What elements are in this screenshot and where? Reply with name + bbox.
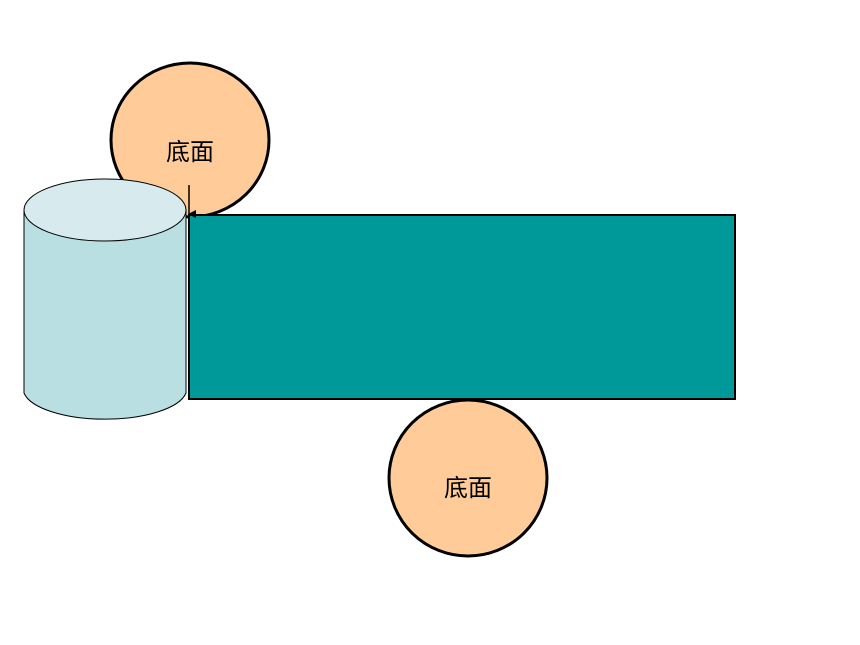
bottom-base-label: 底面 bbox=[444, 474, 492, 502]
cylinder-3d bbox=[23, 178, 187, 420]
top-base-label: 底面 bbox=[166, 138, 214, 166]
cylinder-body bbox=[23, 209, 187, 420]
bottom-base-circle: 底面 bbox=[387, 398, 549, 558]
top-base-circle: 底面 bbox=[109, 61, 271, 219]
lateral-surface-rectangle bbox=[188, 214, 736, 400]
cylinder-top-face bbox=[23, 178, 187, 242]
